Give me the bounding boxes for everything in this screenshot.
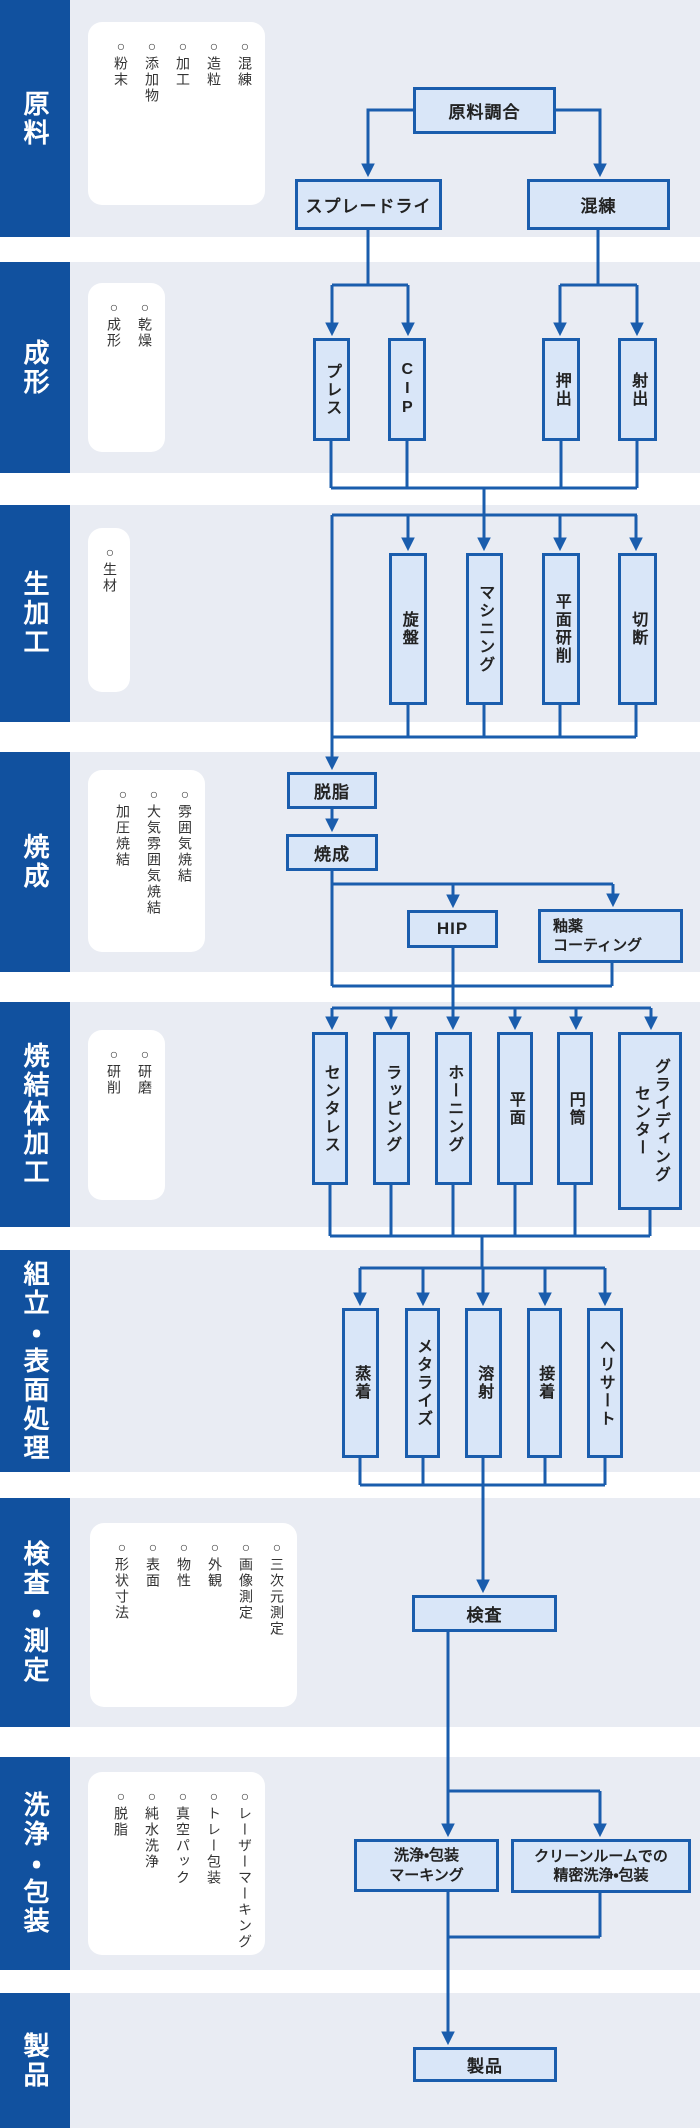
- flow-node-konren: 混練: [527, 179, 670, 230]
- process-item: ○形状寸法: [114, 1539, 130, 1621]
- process-item: ○研磨: [137, 1046, 153, 1096]
- item-box-shouketsutai: ○研磨 ○研削: [88, 1030, 165, 1200]
- process-item: ○真空パック: [175, 1788, 191, 1886]
- stage-row-seihin: [0, 1993, 700, 2128]
- flow-node-yousha: 溶射: [465, 1308, 502, 1458]
- sidebar-stage-senjou: 洗浄・包装: [0, 1757, 70, 1970]
- stage-label: 洗浄・包装: [20, 1791, 50, 1936]
- process-item: ○三次元測定: [269, 1539, 285, 1637]
- process-item: ○雰囲気焼結: [177, 786, 193, 884]
- flow-node-centerless: センタレス: [312, 1032, 348, 1185]
- process-item: ○レーザーマーキング: [237, 1788, 253, 1950]
- flow-node-cleanroom-senjou: クリーンルームでの精密洗浄・包装: [511, 1839, 691, 1893]
- stage-label: 原料: [20, 89, 50, 148]
- process-item: ○加工: [175, 38, 191, 88]
- process-item: ○トレー包装: [206, 1788, 222, 1886]
- flow-node-honing: ホーニング: [435, 1032, 472, 1185]
- item-box-shousei: ○雰囲気焼結 ○大気雰囲気焼結 ○加圧焼結: [88, 770, 205, 952]
- stage-label: 製品: [20, 2031, 50, 2090]
- process-item: ○造粒: [206, 38, 222, 88]
- flow-node-heimen: 平面: [497, 1032, 533, 1185]
- flow-node-senban: 旋盤: [389, 553, 427, 705]
- flow-node-seihin: 製品: [413, 2047, 557, 2082]
- process-item: ○研削: [106, 1046, 122, 1096]
- sidebar-stage-kumitate: 組立・表面処理: [0, 1250, 70, 1472]
- flow-node-machining: マシニング: [466, 553, 503, 705]
- process-item: ○表面: [145, 1539, 161, 1589]
- stage-label: 焼成: [20, 833, 50, 891]
- flow-node-shousei: 焼成: [286, 834, 378, 871]
- process-item: ○純水洗浄: [144, 1788, 160, 1870]
- item-box-senjou: ○レーザーマーキング ○トレー包装 ○真空パック ○純水洗浄 ○脱脂: [88, 1772, 265, 1955]
- sidebar-stage-seihin: 製品: [0, 1993, 70, 2128]
- flow-node-press: プレス: [313, 338, 350, 441]
- item-box-kensa: ○三次元測定 ○画像測定 ○外観 ○物性 ○表面 ○形状寸法: [90, 1523, 297, 1707]
- stage-label: 検査・測定: [20, 1540, 50, 1685]
- sidebar-stage-kensa: 検査・測定: [0, 1498, 70, 1727]
- process-item: ○成形: [106, 299, 122, 349]
- flow-node-shashutsu: 射出: [618, 338, 657, 441]
- flow-node-dasshi: 脱脂: [287, 772, 377, 809]
- flow-node-senjou-housou-marking: 洗浄・包装マーキング: [354, 1839, 499, 1892]
- flow-node-cip: CIP: [388, 338, 426, 441]
- flow-node-oshidashi: 押出: [542, 338, 580, 441]
- stage-label: 組立・表面処理: [20, 1259, 50, 1463]
- process-item: ○生材: [102, 544, 118, 594]
- flow-node-secchaku: 接着: [527, 1308, 562, 1458]
- stage-label: 焼結体加工: [20, 1042, 50, 1187]
- flow-node-entou: 円筒: [557, 1032, 593, 1185]
- flow-node-grinding-center: グライディングセンター: [618, 1032, 682, 1210]
- flow-node-spray-dry: スプレードライ: [295, 179, 442, 230]
- sidebar-stage-shousei: 焼成: [0, 752, 70, 972]
- process-item: ○外観: [207, 1539, 223, 1589]
- stage-label: 生加工: [20, 570, 50, 657]
- flow-node-heimen-kensaku: 平面研削: [542, 553, 580, 705]
- process-item: ○添加物: [144, 38, 160, 104]
- process-item: ○脱脂: [113, 1788, 129, 1838]
- process-item: ○加圧焼結: [115, 786, 131, 868]
- process-item: ○画像測定: [238, 1539, 254, 1621]
- flow-node-helisert: ヘリサート: [587, 1308, 623, 1458]
- sidebar-stage-shouketsutai: 焼結体加工: [0, 1002, 70, 1227]
- flow-node-jouchaku: 蒸着: [342, 1308, 379, 1458]
- sidebar-stage-seikei: 成形: [0, 262, 70, 473]
- flow-node-hip: HIP: [407, 910, 498, 948]
- stage-label: 成形: [20, 338, 50, 397]
- flow-node-lapping: ラッピング: [373, 1032, 410, 1185]
- flow-node-genryou-chougou: 原料調合: [413, 87, 556, 134]
- item-box-seikei: ○乾燥 ○成形: [88, 283, 165, 452]
- flow-node-yuuyaku-coating: 釉薬コーティング: [538, 909, 683, 963]
- process-item: ○粉末: [113, 38, 129, 88]
- process-item: ○物性: [176, 1539, 192, 1589]
- process-item: ○乾燥: [137, 299, 153, 349]
- item-box-genryou: ○混練 ○造粒 ○加工 ○添加物 ○粉末: [88, 22, 265, 205]
- sidebar-stage-namakakou: 生加工: [0, 505, 70, 722]
- sidebar-stage-genryou: 原料: [0, 0, 70, 237]
- process-item: ○混練: [237, 38, 253, 88]
- flow-node-kensa: 検査: [412, 1595, 557, 1632]
- flow-node-metalize: メタライズ: [405, 1308, 440, 1458]
- process-item: ○大気雰囲気焼結: [146, 786, 162, 916]
- item-box-namakakou: ○生材: [88, 528, 130, 692]
- flow-node-setsudan: 切断: [618, 553, 657, 705]
